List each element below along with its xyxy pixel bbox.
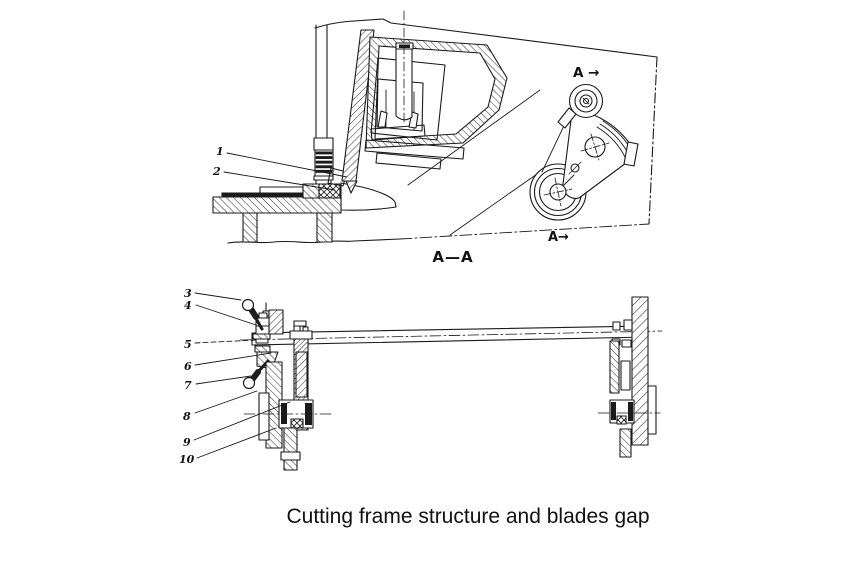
right-bearing — [609, 399, 635, 425]
part-label-1: 1 — [216, 145, 224, 158]
flywheel-hub — [543, 174, 575, 207]
sector-plate — [562, 109, 639, 199]
side-view-drawing: 1 2 A → A→ — [212, 10, 658, 245]
blade-column — [341, 29, 375, 194]
section-arrow-bottom-label: A→ — [548, 230, 569, 245]
left-adjuster-assembly — [241, 298, 333, 471]
part-label-6: 6 — [184, 360, 192, 373]
ram-assembly — [364, 10, 465, 170]
section-arrow-top-label: A → — [573, 65, 599, 81]
upper-ball-handle — [241, 298, 264, 331]
section-title: A—A — [432, 248, 473, 266]
ram-guide-frame — [365, 36, 508, 149]
section-view-part-labels: 3 4 5 6 7 8 9 10 — [179, 287, 291, 466]
part-label-4: 4 — [184, 299, 192, 312]
right-adjusting-screw — [609, 340, 620, 394]
hold-down-rod-spring — [313, 24, 348, 187]
machine-body-outline — [227, 18, 658, 244]
frame-wall — [631, 296, 649, 446]
right-bearing-assembly — [597, 296, 661, 458]
shaft-centerline — [239, 330, 663, 341]
left-lower-shaft — [283, 427, 298, 471]
part-label-8: 8 — [183, 410, 191, 423]
part-label-3: 3 — [184, 287, 192, 300]
work-table — [212, 183, 342, 243]
side-view-part-labels: 1 2 — [212, 145, 348, 191]
part-label-10: 10 — [179, 453, 195, 466]
spring-coils — [315, 151, 333, 173]
part-label-2: 2 — [212, 165, 221, 178]
part-label-9: 9 — [183, 436, 191, 449]
sector-end-block — [623, 141, 639, 167]
lower-ball-handle — [242, 359, 270, 390]
blade-gap-block — [318, 183, 341, 199]
part-label-5: 5 — [184, 338, 192, 351]
part-label-7: 7 — [184, 379, 192, 392]
section-view-drawing: 3 4 5 6 7 8 9 10 — [179, 287, 663, 471]
small-pulley — [568, 83, 604, 119]
figure-caption: Cutting frame structure and blades gap — [286, 505, 649, 528]
right-lower-shaft — [619, 428, 632, 458]
